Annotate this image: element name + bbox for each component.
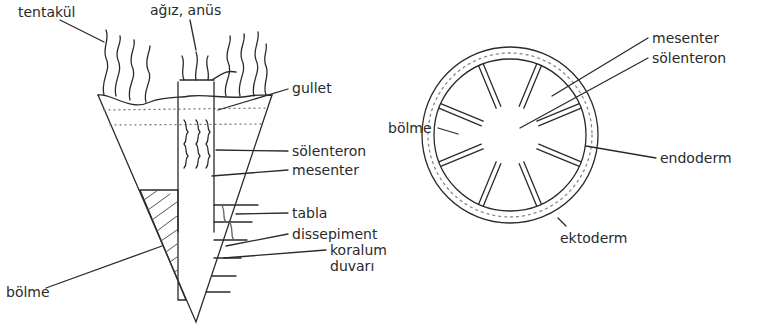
part-label: koralum duvarı xyxy=(330,242,394,274)
septum-line xyxy=(479,66,497,109)
septum-line xyxy=(524,66,542,109)
septum-line xyxy=(519,64,537,107)
septum-line xyxy=(439,144,482,162)
septum-line xyxy=(479,162,497,205)
part-label: ağız, anüs xyxy=(150,2,221,18)
septum-line xyxy=(483,164,501,207)
septum-line xyxy=(439,108,482,126)
septum-line xyxy=(519,164,537,207)
part-label: tentakül xyxy=(18,4,75,20)
septum-line xyxy=(441,104,484,122)
part-label: bölme xyxy=(6,284,50,300)
septum-line xyxy=(483,64,501,107)
septum-line xyxy=(539,108,582,126)
part-label: tabla xyxy=(292,205,327,221)
septum-line xyxy=(441,149,484,167)
septum-line xyxy=(524,162,542,205)
septum-line xyxy=(539,144,582,162)
part-label: mesenter xyxy=(292,162,359,178)
part-label: gullet xyxy=(292,80,332,96)
part-label: mesenter xyxy=(652,30,719,46)
part-label: ektoderm xyxy=(560,230,627,246)
part-label: sölenteron xyxy=(652,50,726,66)
septum-line xyxy=(537,104,580,122)
part-label: endoderm xyxy=(660,150,732,166)
part-label: dissepiment xyxy=(292,226,377,242)
part-label: bölme xyxy=(388,120,432,136)
part-label: sölenteron xyxy=(292,143,366,159)
septum-line xyxy=(537,149,580,167)
